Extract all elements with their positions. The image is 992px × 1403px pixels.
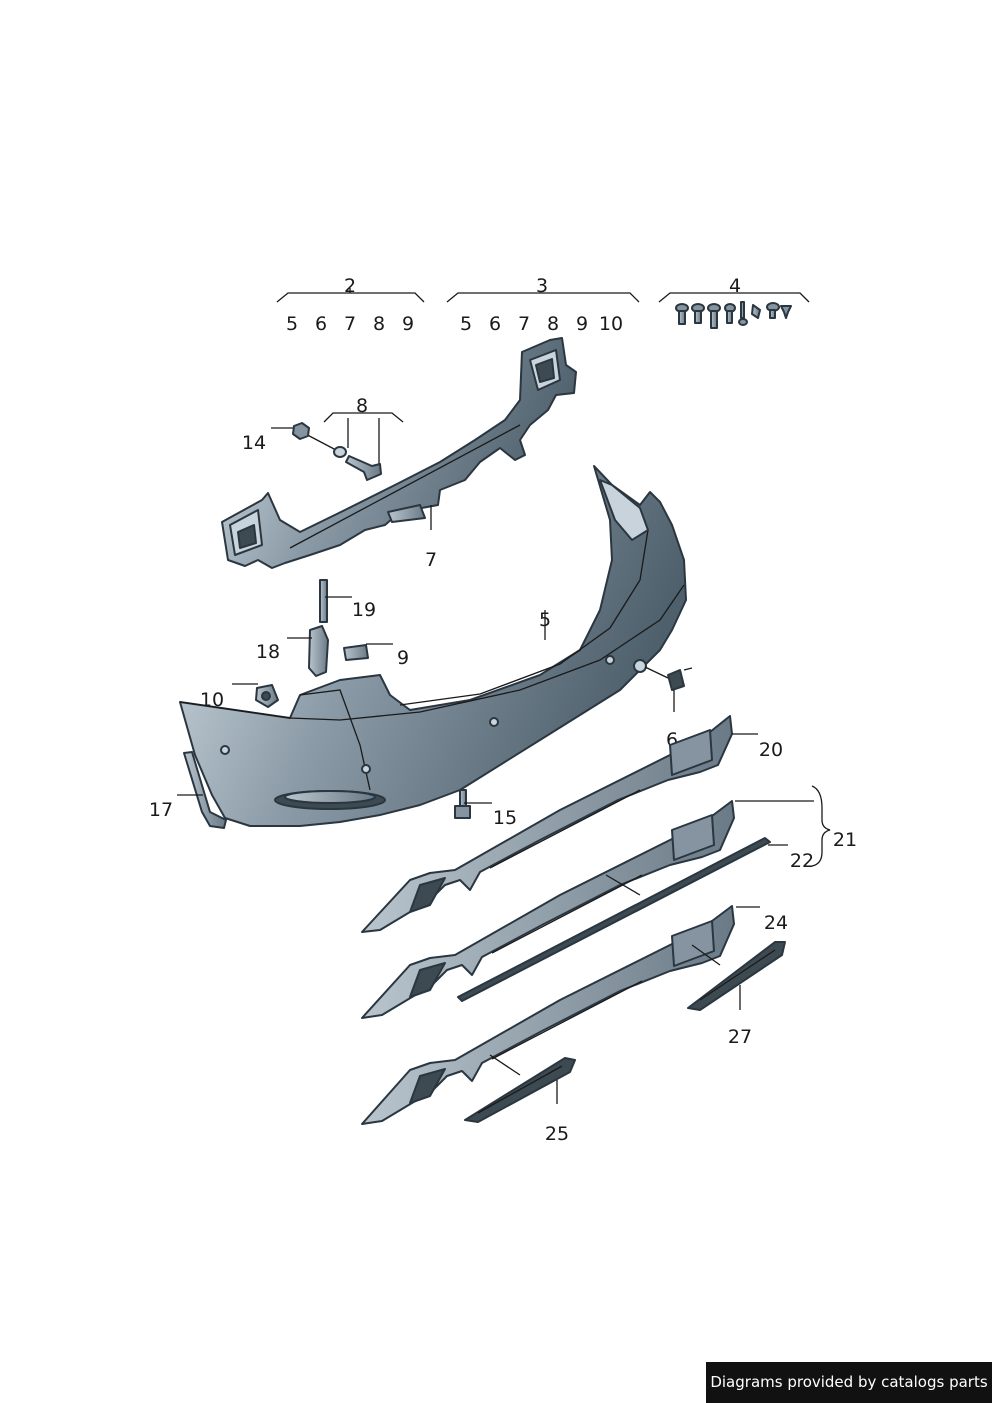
part-7-label: 7 (425, 549, 437, 571)
part-18-bracket: 18 (256, 625, 329, 677)
part-22-label: 22 (790, 850, 814, 872)
group-2-item-label: 9 (402, 313, 414, 335)
group-3-bracket: 3 5 6 7 8 9 10 (446, 275, 640, 335)
part-9-label: 9 (397, 647, 409, 669)
part-20-label: 20 (759, 739, 783, 761)
part-27-grille: 27 (687, 941, 786, 1048)
group-2-label: 2 (344, 275, 356, 297)
group-3-label: 3 (536, 275, 548, 297)
group-2-item-label: 6 (315, 313, 327, 335)
diffuser-part-24: 24 (361, 905, 788, 1125)
group-3-item-label: 9 (576, 313, 588, 335)
fastener-set-icon (675, 301, 792, 329)
bumper-cover-part-5: 5 (179, 465, 687, 827)
group-4-bracket: 4 (658, 275, 810, 303)
group-2-item-label: 5 (286, 313, 298, 335)
part-17-side-trim: 17 (149, 751, 227, 829)
part-25-label: 25 (545, 1123, 569, 1145)
part-8-label: 8 (356, 395, 368, 417)
part-19-bolt: 19 (319, 579, 376, 623)
group-4-label: 4 (729, 275, 741, 297)
part-8-callout: 8 (323, 395, 404, 468)
group-3-item-label: 8 (547, 313, 559, 335)
part-10-sensor-holder: 10 (200, 683, 279, 711)
part-25-grille: 25 (464, 1057, 576, 1145)
part-24-label: 24 (764, 912, 788, 934)
part-9-clip: 9 (343, 643, 409, 669)
part-6-bracket: 6 (644, 666, 693, 751)
credit-banner: Diagrams provided by catalogs parts (706, 1362, 992, 1403)
group-2-bracket: 2 5 6 7 8 9 (276, 275, 425, 335)
group-3-item-label: 10 (599, 313, 623, 335)
part-18-label: 18 (256, 641, 280, 663)
part-21-label: 21 (833, 829, 857, 851)
group-2-item-label: 8 (373, 313, 385, 335)
part-5-label: 5 (539, 609, 551, 631)
part-14-nut: 14 (242, 422, 382, 481)
part-15-bolt: 15 (454, 789, 517, 829)
impact-carrier-part-7: 7 (221, 337, 577, 571)
part-19-label: 19 (352, 599, 376, 621)
part-14-label: 14 (242, 432, 266, 454)
part-15-label: 15 (493, 807, 517, 829)
part-17-label: 17 (149, 799, 173, 821)
diffuser-part-20: 20 (361, 715, 783, 933)
part-27-label: 27 (728, 1026, 752, 1048)
diffuser-part-21: 21 22 (361, 785, 857, 1019)
group-2-item-label: 7 (344, 313, 356, 335)
group-3-item-label: 7 (518, 313, 530, 335)
group-3-item-label: 6 (489, 313, 501, 335)
group-3-item-label: 5 (460, 313, 472, 335)
